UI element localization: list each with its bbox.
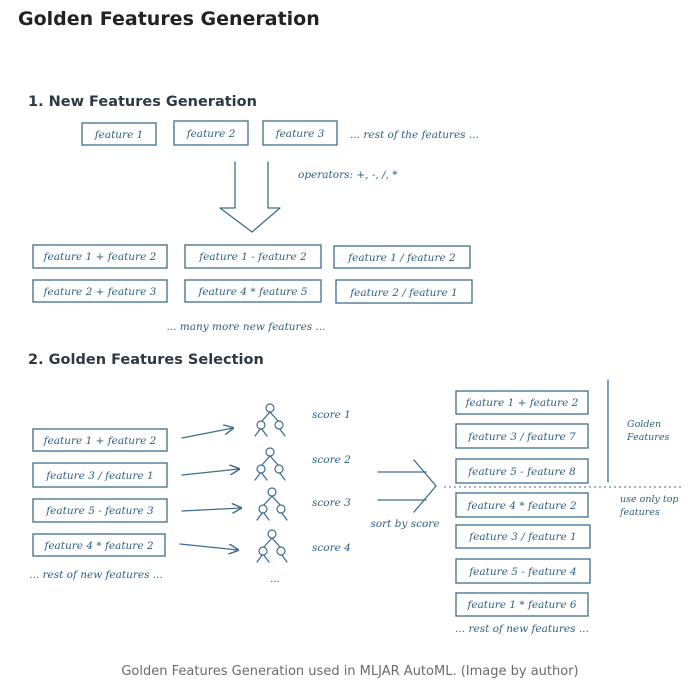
golden-features-label: Features xyxy=(626,432,669,443)
candidate-feature-label: feature 3 / feature 1 xyxy=(45,470,153,482)
section-1-heading: 1. New Features Generation xyxy=(28,94,257,110)
sorted-feature-label: feature 4 * feature 2 xyxy=(466,500,576,512)
decision-tree-icon xyxy=(254,447,286,481)
new-feature-box: feature 2 / feature 1 xyxy=(335,279,473,304)
candidate-feature-label: feature 1 + feature 2 xyxy=(43,435,157,447)
new-feature-label: feature 4 * feature 5 xyxy=(197,286,307,298)
big-down-arrow xyxy=(219,161,281,233)
page-title: Golden Features Generation xyxy=(18,8,320,30)
new-feature-label: feature 2 + feature 3 xyxy=(43,286,157,298)
sorted-feature-box: feature 3 / feature 1 xyxy=(455,524,591,549)
input-feature-box: feature 2 xyxy=(173,120,249,146)
new-feature-box: feature 1 + feature 2 xyxy=(32,244,168,269)
candidate-feature-label: feature 4 * feature 2 xyxy=(43,540,153,552)
input-feature-label: feature 3 xyxy=(275,128,325,140)
new-feature-box: feature 4 * feature 5 xyxy=(184,279,322,303)
new-feature-box: feature 1 - feature 2 xyxy=(184,244,322,269)
new-feature-label: feature 1 / feature 2 xyxy=(347,252,456,264)
sorted-feature-box: feature 3 / feature 7 xyxy=(455,423,589,449)
golden-features-label: Golden xyxy=(627,419,661,430)
decision-tree-icon xyxy=(256,529,288,563)
rest-of-new-features-note: ... rest of new features ... xyxy=(29,569,163,581)
candidate-feature-box: feature 4 * feature 2 xyxy=(32,533,166,557)
use-only-top-note: features xyxy=(619,507,660,518)
sorted-feature-box: feature 5 - feature 8 xyxy=(455,458,589,484)
score-label: score 2 xyxy=(312,454,351,466)
decision-tree-icon xyxy=(254,403,286,437)
score-label: score 3 xyxy=(312,497,351,509)
score-label: score 1 xyxy=(312,409,351,421)
sorted-feature-label: feature 3 / feature 1 xyxy=(468,531,576,543)
new-feature-label: feature 1 + feature 2 xyxy=(43,251,157,263)
sorted-feature-box: feature 1 + feature 2 xyxy=(455,390,589,415)
sorted-feature-label: feature 1 * feature 6 xyxy=(466,599,576,611)
new-feature-label: feature 1 - feature 2 xyxy=(198,251,307,263)
sort-by-score-label: sort by score xyxy=(370,518,439,530)
candidate-feature-box: feature 5 - feature 3 xyxy=(32,498,168,523)
golden-features-diagram: 1. New Features Generation feature 1 fea… xyxy=(28,94,682,635)
use-only-top-note: use only top xyxy=(620,494,679,505)
candidate-feature-box: feature 3 / feature 1 xyxy=(32,462,168,488)
sort-arrow xyxy=(377,459,437,513)
input-feature-box: feature 1 xyxy=(81,122,157,146)
new-feature-box: feature 1 / feature 2 xyxy=(333,245,471,269)
sorted-feature-label: feature 5 - feature 8 xyxy=(467,466,576,478)
section-2-heading: 2. Golden Features Selection xyxy=(28,352,264,368)
sorted-feature-label: feature 5 - feature 4 xyxy=(468,566,576,578)
arrow-to-model xyxy=(181,469,239,476)
arrow-to-model xyxy=(181,508,241,511)
new-feature-box: feature 2 + feature 3 xyxy=(32,279,168,303)
candidate-feature-label: feature 5 - feature 3 xyxy=(45,505,154,517)
sorted-feature-box: feature 5 - feature 4 xyxy=(455,558,591,584)
sorted-feature-box: feature 1 * feature 6 xyxy=(455,592,589,617)
decision-tree-icon xyxy=(256,487,288,521)
rest-of-features-note: ... rest of the features ... xyxy=(350,129,479,141)
sorted-feature-label: feature 3 / feature 7 xyxy=(467,431,576,443)
many-more-features-note: ... many more new features ... xyxy=(166,321,325,333)
arrow-to-model xyxy=(181,428,233,439)
rest-of-sorted-features-note: ... rest of new features ... xyxy=(455,623,589,635)
arrow-to-model xyxy=(179,543,238,550)
score-label: score 4 xyxy=(312,542,351,554)
input-feature-label: feature 2 xyxy=(186,128,236,140)
sorted-feature-label: feature 1 + feature 2 xyxy=(465,397,579,409)
candidate-feature-box: feature 1 + feature 2 xyxy=(32,428,168,452)
operators-label: operators: +, -, /, * xyxy=(298,169,398,181)
more-models-ellipsis: ... xyxy=(270,573,280,585)
new-feature-label: feature 2 / feature 1 xyxy=(349,287,457,299)
figure-caption: Golden Features Generation used in MLJAR… xyxy=(121,664,579,679)
input-feature-label: feature 1 xyxy=(94,129,144,141)
sorted-feature-box: feature 4 * feature 2 xyxy=(455,492,589,518)
input-feature-box: feature 3 xyxy=(262,120,338,146)
